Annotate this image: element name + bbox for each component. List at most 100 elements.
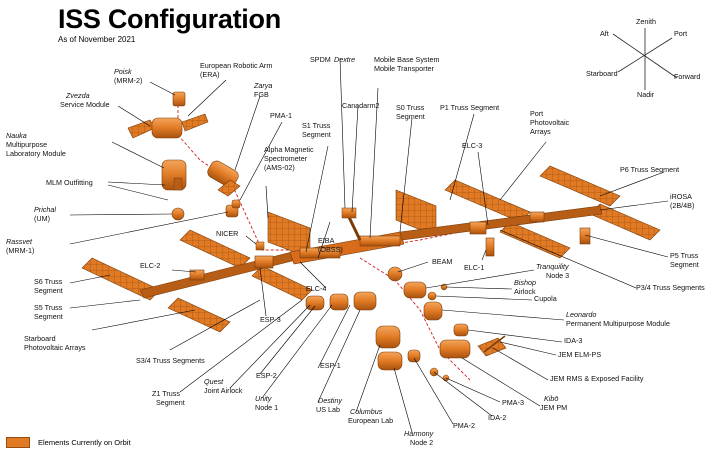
label-prichal-sub: (UM) <box>34 214 50 223</box>
label-zvezda-sub: Service Module <box>60 100 110 109</box>
tranquility-module <box>403 281 427 299</box>
ida3-module <box>453 323 469 337</box>
label-tranquility-sub: Node 3 <box>546 271 569 280</box>
compass-rose <box>612 28 678 90</box>
label-columbus-name: Columbus <box>350 407 383 416</box>
label-s0-2: Segment <box>396 112 425 121</box>
label-ams-2: Spectrometer <box>264 154 308 163</box>
label-nauka-name: Nauka <box>6 131 27 140</box>
page-title: ISS Configuration <box>58 4 281 34</box>
label-esp2: ESP-2 <box>256 371 277 380</box>
label-s1-1: S1 Truss <box>302 121 331 130</box>
label-rassvet-name: Rassvet <box>6 237 33 246</box>
label-elc2: ELC-2 <box>140 261 160 270</box>
label-kibo-sub: JEM PM <box>540 403 567 412</box>
label-prichal-name: Prichal <box>34 205 56 214</box>
label-ida2: IDA-2 <box>488 413 506 422</box>
nauka-module <box>161 159 187 191</box>
label-nauka-sub1: Multipurpose <box>6 140 47 149</box>
label-era-1: European Robotic Arm <box>200 61 272 70</box>
label-nauka-sub2: Laboratory Module <box>6 149 66 158</box>
label-esp3: ESP-3 <box>260 315 281 324</box>
zvezda-module <box>127 113 209 139</box>
label-p6: P6 Truss Segment <box>620 165 679 174</box>
label-elc3: ELC-3 <box>462 141 482 150</box>
label-unity-sub: Node 1 <box>255 403 278 412</box>
label-port-1: Port <box>530 109 543 118</box>
label-p1: P1 Truss Segment <box>440 103 499 112</box>
label-leonardo-sub: Permanent Multipurpose Module <box>566 319 670 328</box>
label-elc4: ELC-4 <box>306 284 326 293</box>
label-pma1: PMA-1 <box>270 111 292 120</box>
label-rassvet-sub: (MRM-1) <box>6 246 34 255</box>
leonardo-module <box>423 301 443 321</box>
label-port-2: Photovoltaic <box>530 118 570 127</box>
label-p34: P3/4 Truss Segments <box>636 283 705 292</box>
columbus-module <box>375 325 401 349</box>
label-tranquility-name: Tranquility <box>536 262 569 271</box>
label-destiny-sub: US Lab <box>316 405 340 414</box>
compass-port: Port <box>674 29 687 38</box>
label-s5-1: S5 Truss <box>34 303 63 312</box>
radiator-p1 <box>395 189 437 237</box>
label-jemelm: JEM ELM-PS <box>558 350 601 359</box>
port-arrays-p6 <box>539 165 661 241</box>
pma2-module <box>407 349 421 363</box>
label-canadarm2: Canadarm2 <box>342 101 380 110</box>
beam-module <box>387 266 403 282</box>
label-irosa-1: iROSA <box>670 192 692 201</box>
starboard-arrays-s6 <box>81 257 231 333</box>
compass-nadir: Nadir <box>637 90 655 99</box>
unity-module <box>329 293 349 311</box>
quest-module <box>305 295 325 311</box>
destiny-module <box>353 291 377 311</box>
harmony-module <box>377 351 403 371</box>
cupola-module <box>427 291 437 301</box>
label-pma2: PMA-2 <box>453 421 475 430</box>
leader-lines <box>69 57 669 433</box>
label-eiba-2: (OBSS) <box>318 245 343 254</box>
label-harmony-sub: Node 2 <box>410 438 433 447</box>
starboard-truss <box>139 241 305 299</box>
label-beam: BEAM <box>432 257 452 266</box>
label-quest-name: Quest <box>204 377 224 386</box>
label-port-3: Arrays <box>530 127 551 136</box>
label-s34: S3/4 Truss Segments <box>136 356 205 365</box>
label-irosa-2: (2B/4B) <box>670 201 694 210</box>
label-s6-1: S6 Truss <box>34 277 63 286</box>
label-ams-3: (AMS-02) <box>264 163 295 172</box>
label-bishop-sub: Airlock <box>514 287 536 296</box>
label-cupola: Cupola <box>534 294 557 303</box>
compass-zenith: Zenith <box>636 17 656 26</box>
label-leonardo-name: Leonardo <box>566 310 596 319</box>
label-harmony-name: Harmony <box>404 429 434 438</box>
starboard-arrays-s4 <box>179 229 313 301</box>
kibo-module <box>439 339 471 359</box>
label-s0-1: S0 Truss <box>396 103 425 112</box>
legend-swatch <box>6 437 30 448</box>
label-zarya-sub: FGB <box>254 90 269 99</box>
legend-label: Elements Currently on Orbit <box>38 438 131 447</box>
prichal-module <box>171 207 185 221</box>
label-mbs-1: Mobile Base System <box>374 55 440 64</box>
label-p5-1: P5 Truss <box>670 251 699 260</box>
label-s5-2: Segment <box>34 312 63 321</box>
label-mbs-2: Mobile Transporter <box>374 64 435 73</box>
label-ams-1: Alpha Magnetic <box>264 145 314 154</box>
compass-starboard: Starboard <box>586 69 618 78</box>
label-poisk-sub: (MRM-2) <box>114 76 142 85</box>
page-subtitle: As of November 2021 <box>58 35 136 44</box>
label-bishop-name: Bishop <box>514 278 536 287</box>
poisk-module <box>172 91 186 107</box>
label-ida3: IDA-3 <box>564 336 582 345</box>
label-z1-1: Z1 Truss <box>152 389 180 398</box>
label-zarya-name: Zarya <box>253 81 272 90</box>
label-destiny-name: Destiny <box>318 396 342 405</box>
label-quest-sub: Joint Airlock <box>204 386 243 395</box>
label-zvezda-name: Zvezda <box>65 91 90 100</box>
label-esp1: ESP-1 <box>320 361 341 370</box>
label-kibo-name: Kibō <box>544 394 558 403</box>
label-pma3: PMA-3 <box>502 398 524 407</box>
